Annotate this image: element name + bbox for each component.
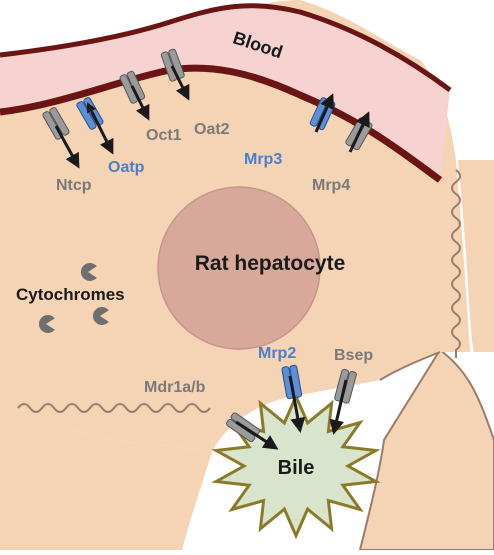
cytochrome-icon [80,262,97,281]
mrp3-label: Mrp3 [244,151,282,168]
mdr1ab-arrow [235,420,279,450]
membrane-bottom-left [17,403,211,413]
oat2-transporter [160,48,185,82]
cell-label: Rat hepatocyte [195,252,346,275]
bile-label: Bile [278,457,315,479]
ntcp-transporter [42,107,70,140]
mrp2-arrow [288,375,306,433]
oct1-label: Oct1 [146,127,182,144]
membrane-right [451,169,461,358]
bsep-label: Bsep [334,347,373,364]
oct1-arrow [130,85,150,121]
blood-vessel [0,5,450,181]
mrp4-arrow [348,111,370,153]
oatp-label: Oatp [108,159,145,176]
oat2-label: Oat2 [194,121,230,138]
ntcp-label: Ntcp [56,177,92,194]
mrp2-label: Mrp2 [258,345,296,362]
membrane-bottom-right [379,351,441,381]
cytochrome-icon [38,315,55,334]
nucleus [157,186,321,350]
neighbor-cell-right [458,160,494,352]
blood-vessel-inner-edge [0,64,443,183]
mdr1ab-label: Mdr1a/b [144,379,206,396]
blood-vessel-outer-edge [0,3,452,93]
oat2-arrow [170,65,190,101]
mrp3-arrow [314,93,334,133]
cytochromes-label: Cytochromes [16,285,125,304]
mrp4-label: Mrp4 [312,177,350,194]
mrp2-transporter [281,364,303,400]
ntcp-arrow [54,125,80,169]
neighbor-cell-bottom-left [0,408,212,550]
oatp-arrow-reverse [87,102,107,141]
bsep-arrow [329,379,348,435]
cytochrome-icon [92,306,109,325]
